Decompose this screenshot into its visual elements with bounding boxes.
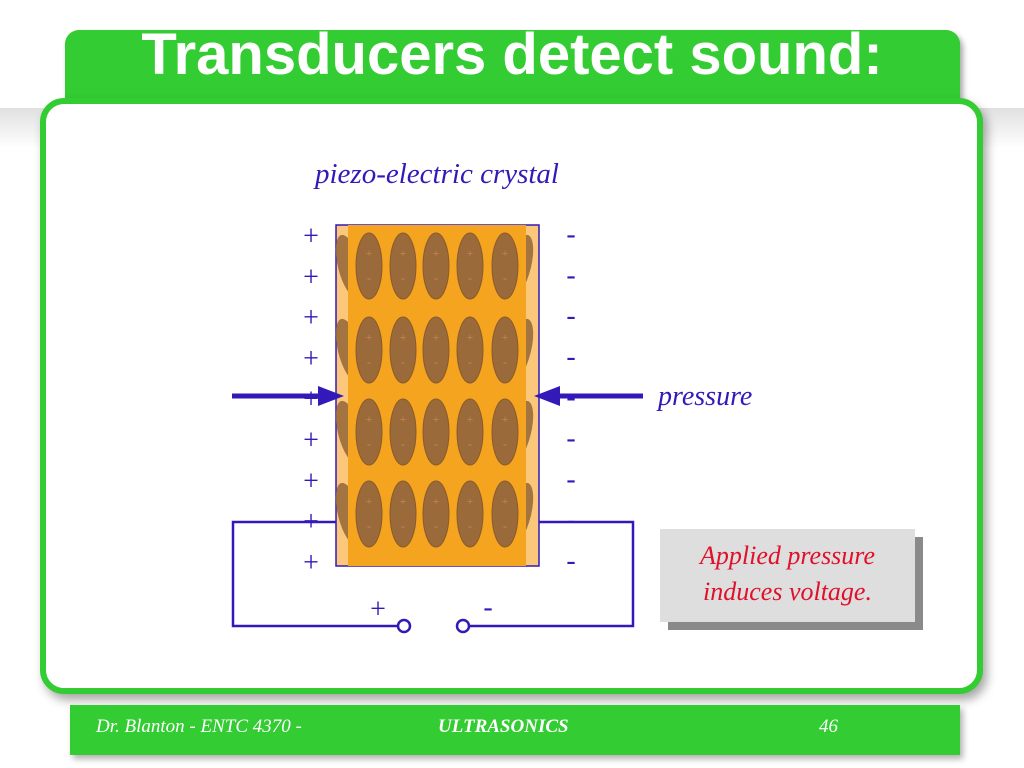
molecule-minus: - [401, 355, 405, 369]
molecule-minus: - [468, 355, 472, 369]
minus-charge: - [566, 545, 575, 576]
molecule [355, 232, 383, 300]
molecule-plus: + [502, 412, 509, 426]
plus-charge: + [303, 425, 319, 456]
molecule [422, 480, 450, 548]
slide-title: Transducers detect sound: [141, 22, 883, 87]
minus-charge: - [566, 464, 575, 495]
molecule-minus: - [503, 519, 507, 533]
plus-charge: + [303, 466, 319, 497]
molecule-plus: + [502, 246, 509, 260]
molecule-plus: + [400, 412, 407, 426]
molecule [491, 232, 519, 300]
molecule [389, 480, 417, 548]
molecule-plus: + [366, 494, 373, 508]
plus-charge: + [303, 303, 319, 334]
molecule [456, 316, 484, 384]
molecule [456, 480, 484, 548]
molecule [456, 398, 484, 466]
molecule-minus: - [503, 271, 507, 285]
negative-terminal [455, 618, 471, 634]
left-pressure-arrow [232, 386, 344, 406]
molecule-minus: - [367, 355, 371, 369]
molecule-minus: - [468, 437, 472, 451]
molecule-minus: - [434, 437, 438, 451]
molecule-plus: + [467, 494, 474, 508]
minus-charge: - [566, 505, 575, 536]
plus-charge: + [303, 384, 319, 415]
minus-charge: - [566, 423, 575, 454]
crystal-label: piezo-electric crystal [313, 158, 559, 190]
molecule [491, 398, 519, 466]
molecule-minus: - [401, 437, 405, 451]
molecule-plus: + [366, 412, 373, 426]
molecule-plus: + [400, 246, 407, 260]
pressure-label: pressure [656, 381, 752, 412]
molecule-minus: - [367, 271, 371, 285]
front-molecules: + - + - + - + - + - + - + - + - + - + - + - + - + - + - + - + - + - + - + - + - [355, 232, 519, 548]
minus-charge: - [566, 219, 575, 250]
plus-charge: + [303, 221, 319, 252]
footer-course: ULTRASONICS [438, 716, 569, 737]
molecule-minus: - [367, 437, 371, 451]
molecule-plus: + [433, 494, 440, 508]
minus-charge: - [566, 341, 575, 372]
molecule-plus: + [433, 412, 440, 426]
molecule-plus: + [366, 246, 373, 260]
terminal-plus-label: + [370, 594, 386, 625]
molecule-minus: - [401, 271, 405, 285]
molecule [456, 232, 484, 300]
molecule-minus: - [503, 437, 507, 451]
molecule-minus: - [503, 355, 507, 369]
plus-charge: + [303, 547, 319, 578]
molecule-minus: - [468, 271, 472, 285]
molecule-minus: - [468, 519, 472, 533]
molecule-minus: - [434, 355, 438, 369]
molecule-plus: + [400, 330, 407, 344]
callout-line-1: Applied pressure [700, 541, 875, 570]
circuit-wire [231, 520, 635, 628]
molecule-plus: + [433, 330, 440, 344]
footer-bar [70, 705, 960, 755]
molecule-plus: + [433, 246, 440, 260]
molecule-minus: - [434, 519, 438, 533]
molecule-minus: - [367, 519, 371, 533]
molecule [422, 398, 450, 466]
plus-charge: + [303, 262, 319, 293]
molecule [355, 480, 383, 548]
plus-charge: + [303, 343, 319, 374]
molecule [355, 316, 383, 384]
callout-line-2: induces voltage. [703, 577, 872, 606]
terminal-minus-label: - [483, 592, 492, 623]
callout-box: Applied pressure induces voltage. [660, 529, 915, 622]
molecule-plus: + [467, 412, 474, 426]
molecule [389, 316, 417, 384]
left-charges: +++++++++ [303, 221, 319, 578]
molecule [491, 480, 519, 548]
molecule [422, 316, 450, 384]
footer-author: Dr. Blanton - ENTC 4370 - [96, 716, 302, 737]
molecule-plus: + [502, 330, 509, 344]
molecule [389, 232, 417, 300]
molecule-plus: + [366, 330, 373, 344]
molecule [389, 398, 417, 466]
molecule-plus: + [400, 494, 407, 508]
positive-terminal [396, 618, 412, 634]
molecule [422, 232, 450, 300]
molecule [491, 316, 519, 384]
right-pressure-arrow [534, 386, 643, 406]
molecule-minus: - [401, 519, 405, 533]
minus-charge: - [566, 260, 575, 291]
molecule [355, 398, 383, 466]
footer-page-number: 46 [819, 716, 838, 737]
minus-charge: - [566, 301, 575, 332]
molecule-plus: + [467, 246, 474, 260]
molecule-minus: - [434, 271, 438, 285]
molecule-plus: + [502, 494, 509, 508]
molecule-plus: + [467, 330, 474, 344]
